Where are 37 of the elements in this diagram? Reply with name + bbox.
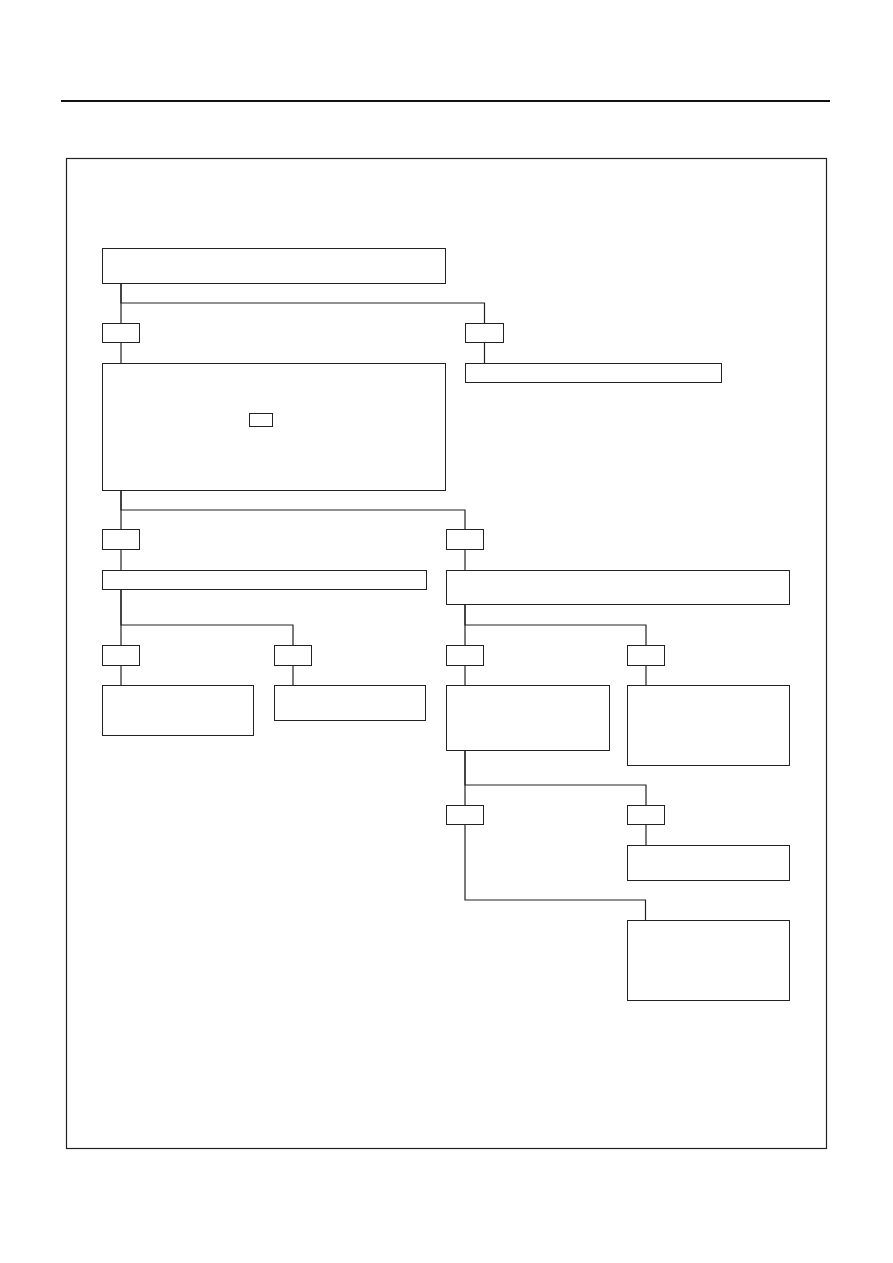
connector-line xyxy=(120,665,122,686)
connector-line xyxy=(120,283,486,324)
connector-line xyxy=(464,665,466,686)
empty-box xyxy=(446,570,790,605)
empty-box xyxy=(446,685,610,751)
connector-line xyxy=(645,665,647,686)
connector-line xyxy=(645,824,647,846)
empty-box xyxy=(465,363,722,383)
empty-box xyxy=(627,685,790,766)
small-box xyxy=(446,529,484,550)
empty-box xyxy=(102,363,446,491)
connector-line xyxy=(120,490,466,530)
small-box xyxy=(465,323,504,343)
small-box xyxy=(102,323,140,343)
connector-line xyxy=(120,549,122,571)
connector-line xyxy=(483,342,486,364)
connector-line xyxy=(464,750,647,806)
empty-box xyxy=(627,920,790,1001)
connector-line xyxy=(464,549,466,571)
small-box xyxy=(274,645,312,666)
connector-line xyxy=(464,604,647,646)
connector-line xyxy=(464,824,647,921)
small-box xyxy=(446,645,484,666)
small-box xyxy=(102,529,140,550)
empty-box xyxy=(102,685,254,736)
small-box xyxy=(446,805,484,825)
connector-line xyxy=(292,665,294,686)
empty-box xyxy=(274,685,426,721)
empty-box xyxy=(102,248,446,284)
small-box xyxy=(249,413,273,427)
connector-line xyxy=(120,589,294,646)
empty-box xyxy=(627,845,790,881)
small-box xyxy=(102,645,140,666)
connector-line xyxy=(120,342,122,364)
small-box xyxy=(627,805,665,825)
small-box xyxy=(627,645,665,666)
empty-box xyxy=(102,570,427,590)
